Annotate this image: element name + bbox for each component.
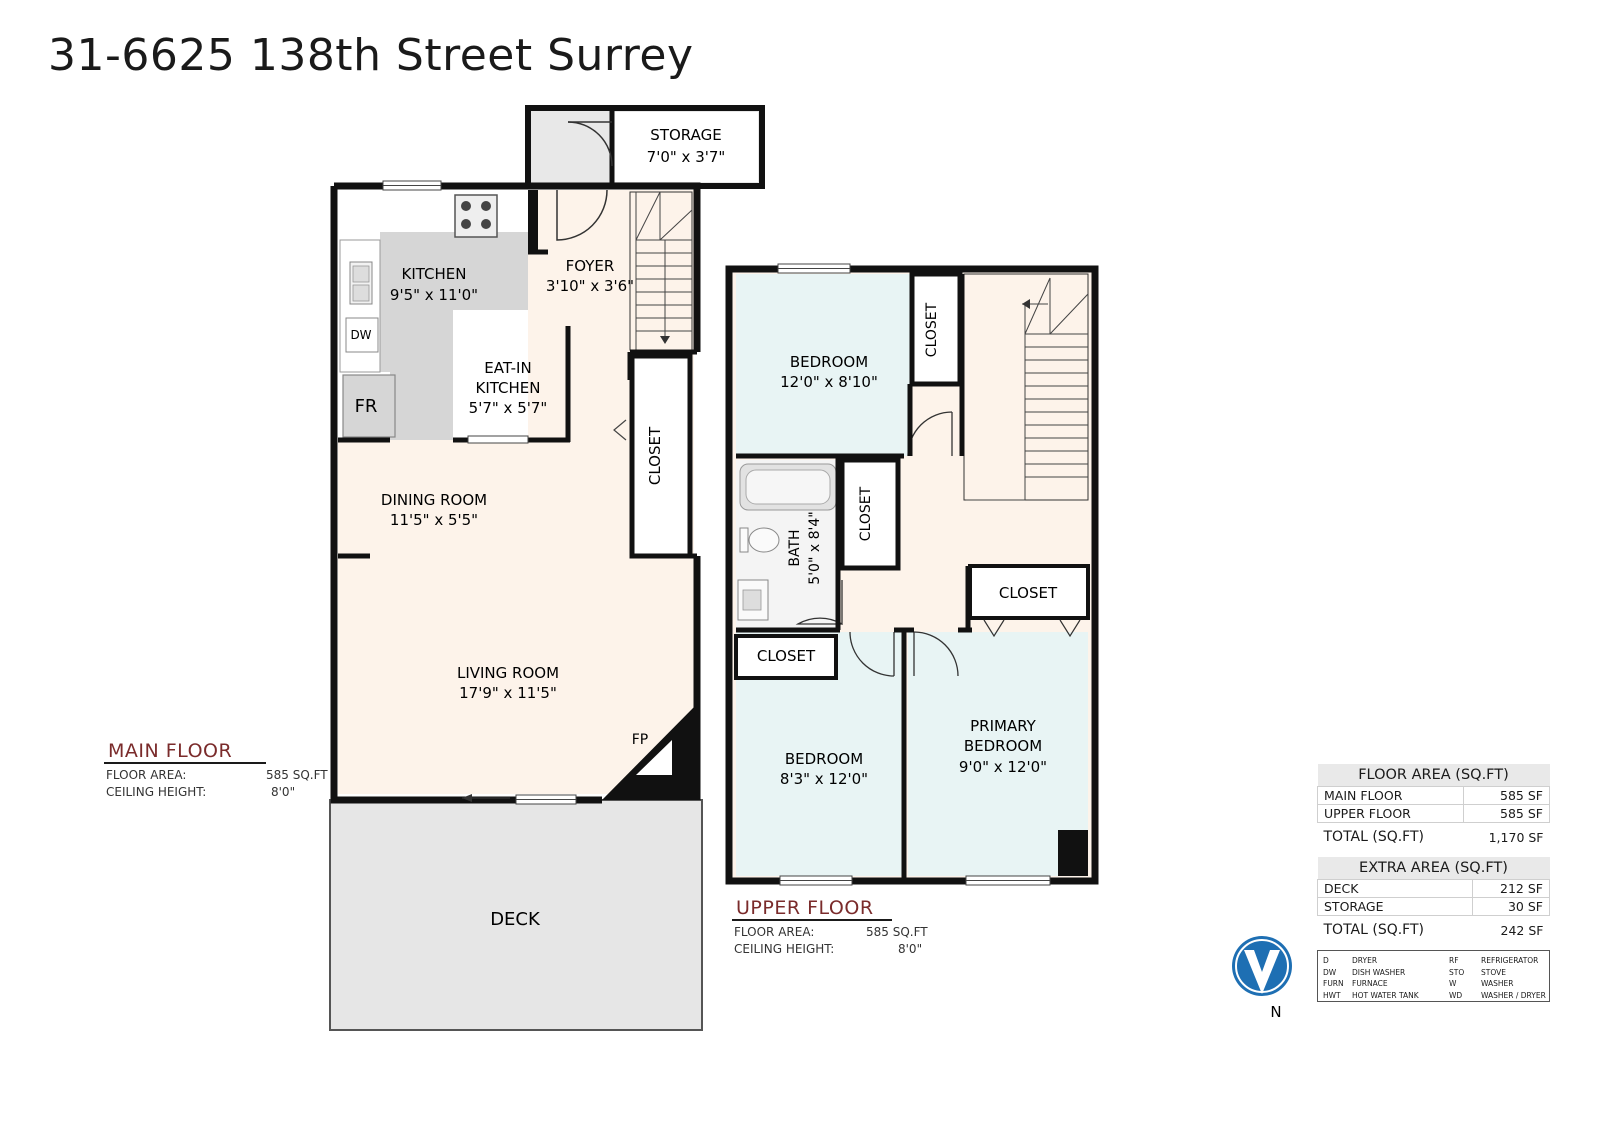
upper-ceiling-label: CEILING HEIGHT: (734, 942, 835, 956)
dishwasher (345, 317, 379, 353)
table-row: DECK 212 SF (1317, 879, 1551, 898)
main-floor-plan: STORAGE 7'0" x 3'7" KITCHEN 9'5" x 11'0"… (329, 105, 765, 1031)
living-label: LIVING ROOM (457, 664, 559, 682)
upper-floor-area-label: FLOOR AREA: (734, 925, 815, 939)
primary-column (1058, 830, 1088, 876)
kitchen-dims: 9'5" x 11'0" (390, 286, 478, 304)
bath-dims: 5'0" x 8'4" (807, 511, 823, 584)
main-floor-title: MAIN FLOOR (108, 740, 233, 762)
compass-north-label: N (1270, 1003, 1281, 1021)
primary-door-swing (913, 631, 959, 677)
upper-closet-middle (839, 457, 901, 571)
upper-closet-primary-label: CLOSET (999, 584, 1058, 602)
upper-closet-middle-label: CLOSET (858, 486, 874, 541)
main-floor-area-label: FLOOR AREA: (106, 768, 187, 782)
upper-closet-top-label: CLOSET (924, 302, 940, 357)
storage-dims: 7'0" x 3'7" (647, 148, 726, 166)
bedroom-top-floor (736, 274, 910, 456)
eat-in-label-2: KITCHEN (476, 379, 541, 397)
bath-door-swing (795, 580, 843, 626)
main-ceiling-value: 8'0" (271, 785, 296, 799)
bedroom-top-label: BEDROOM (790, 353, 868, 371)
dw-label: DW (350, 328, 371, 342)
bedroom-top-dims: 12'0" x 8'10" (780, 373, 878, 391)
upper-stairs-arrow-icon (1022, 299, 1030, 309)
upper-ceiling-value: 8'0" (898, 942, 923, 956)
table-row: MAIN FLOOR 585 SF (1317, 786, 1550, 805)
foyer-dims: 3'10" x 3'6" (546, 277, 634, 295)
main-floor-area-value: 585 SQ.FT (266, 768, 328, 782)
upper-closet-bottom (734, 634, 838, 680)
extra-area-total-row: TOTAL (SQ.FT) 242 SF (1323, 922, 1544, 938)
upper-floor-area-value: 585 SQ.FT (866, 925, 928, 939)
bath-label: BATH (787, 529, 803, 566)
abbreviation-legend: D DW FURN HWT DRYER DISH WASHER FURNACE … (1317, 950, 1550, 1002)
dining-dims: 11'5" x 5'5" (390, 511, 478, 529)
fp-label: FP (632, 732, 649, 748)
fireplace (602, 704, 697, 800)
main-floor-rule (104, 762, 266, 764)
deck-area (329, 799, 703, 1031)
foyer-label: FOYER (566, 257, 615, 275)
slide-arrow-icon (462, 794, 472, 802)
fr-label: FR (355, 396, 378, 417)
stove-icon (454, 194, 498, 238)
eat-in-dims: 5'7" x 5'7" (469, 399, 548, 417)
floor-area-table: FLOOR AREA (SQ.FT) MAIN FLOOR 585 SF UPP… (1317, 764, 1550, 851)
extra-area-table: EXTRA AREA (SQ.FT) DECK 212 SF STORAGE 3… (1317, 857, 1551, 944)
upper-outer-walls (725, 265, 1099, 885)
primary-label-1: PRIMARY (970, 717, 1037, 735)
floor-area-total-row: TOTAL (SQ.FT) 1,170 SF (1323, 829, 1544, 845)
primary-dims: 9'0" x 12'0" (959, 758, 1047, 776)
storage-door-swing (567, 121, 613, 167)
upper-floor-rule (732, 919, 892, 921)
dining-label: DINING ROOM (381, 491, 487, 509)
main-closet-label: CLOSET (646, 426, 664, 485)
upper-floor-plan: BEDROOM 12'0" x 8'10" CLOSET CLOSET BATH… (725, 263, 1099, 886)
bedroom-bottom-label: BEDROOM (785, 750, 863, 768)
main-ceiling-label: CEILING HEIGHT: (106, 785, 207, 799)
extra-area-header: EXTRA AREA (SQ.FT) (1317, 857, 1550, 880)
upper-stairs (963, 273, 1089, 501)
upper-floor-title: UPPER FLOOR (736, 897, 874, 919)
table-row: UPPER FLOOR 585 SF (1317, 804, 1550, 823)
storage-label: STORAGE (650, 126, 721, 144)
deck-label: DECK (490, 909, 541, 930)
toilet-icon (748, 527, 780, 553)
kitchen-label: KITCHEN (402, 265, 467, 283)
foyer-door-swing (556, 189, 608, 241)
kitchen-floor (380, 232, 528, 440)
upper-closet-primary (968, 564, 1090, 620)
living-dims: 17'9" x 11'5" (459, 684, 557, 702)
bedroom-bottom-dims: 8'3" x 12'0" (780, 770, 868, 788)
table-row: STORAGE 30 SF (1317, 897, 1551, 916)
page-title: 31-6625 138th Street Surrey (48, 30, 694, 81)
main-closet (629, 353, 693, 559)
main-stairs (629, 191, 693, 351)
eat-in-label-1: EAT-IN (484, 359, 531, 377)
storage-room (612, 112, 758, 182)
bedroom-bottom-door-swing (849, 631, 895, 677)
compass-icon: N (1232, 936, 1292, 1021)
fridge (342, 374, 396, 438)
stairs-arrow-icon (660, 336, 670, 344)
floor-area-header: FLOOR AREA (SQ.FT) (1317, 764, 1550, 787)
upper-closet-bottom-label: CLOSET (757, 647, 816, 665)
primary-label-2: BEDROOM (964, 737, 1042, 755)
